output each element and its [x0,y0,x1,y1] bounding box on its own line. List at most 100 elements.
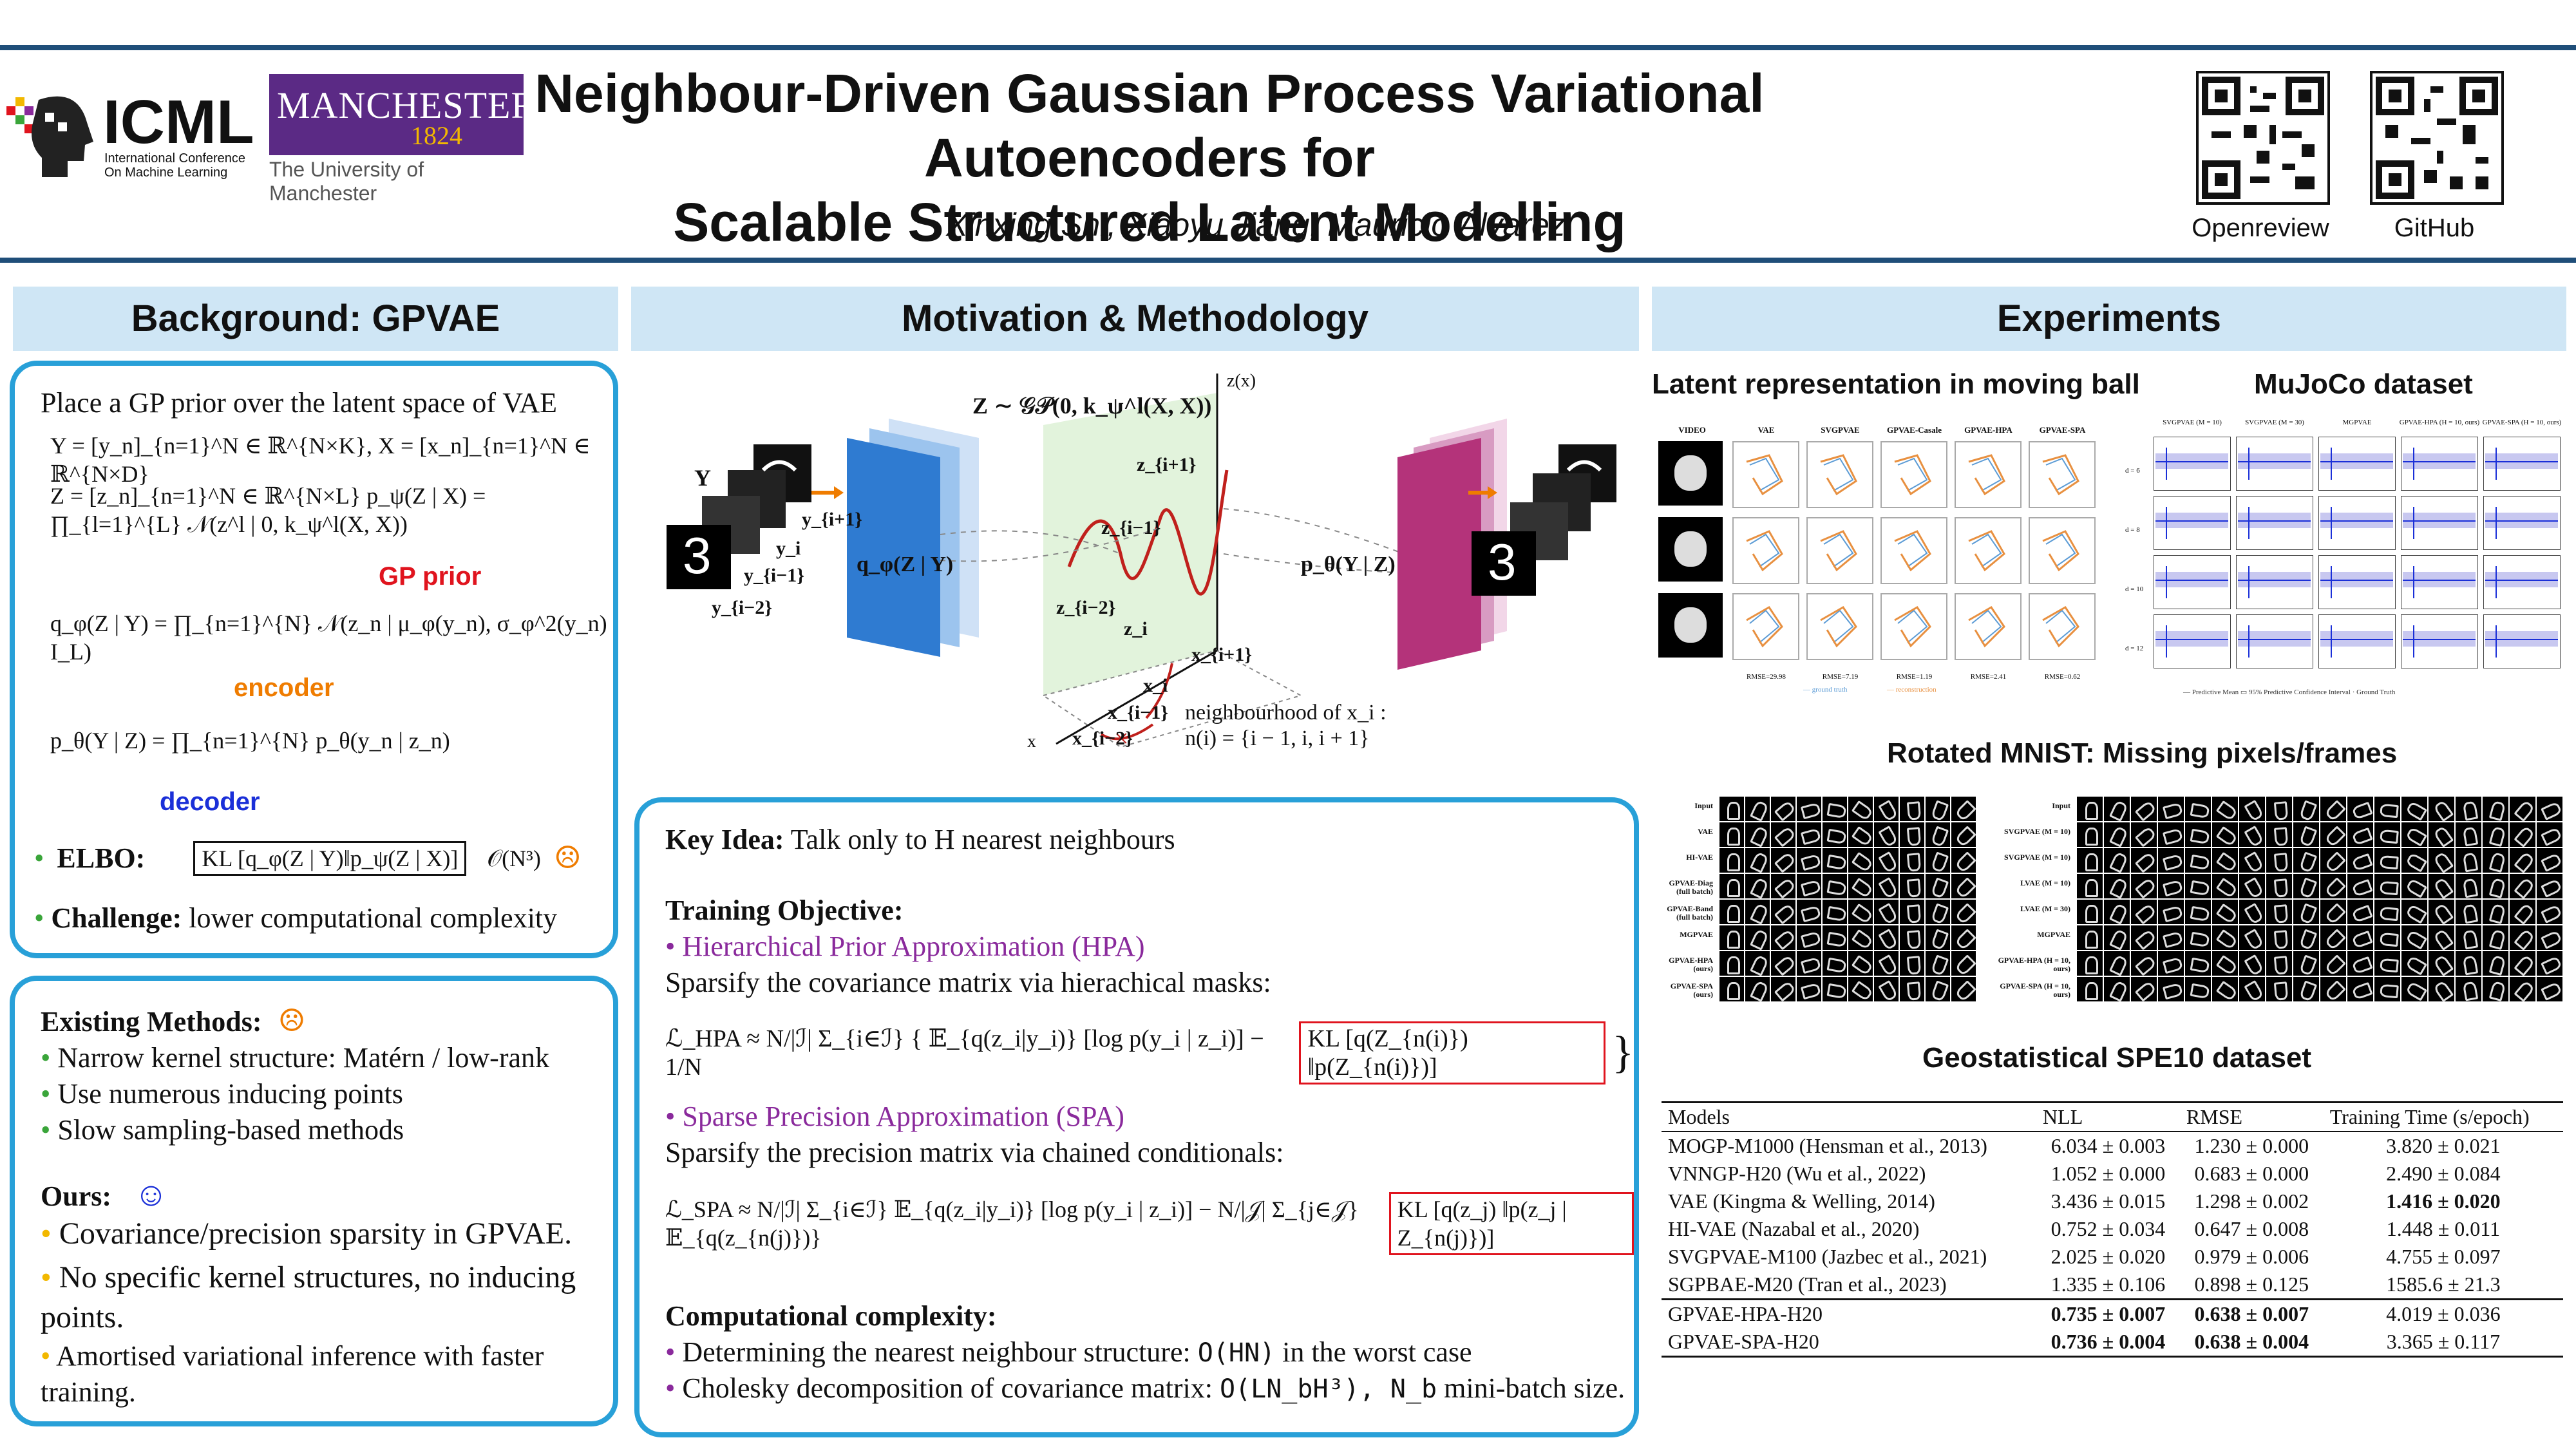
mnist-cell [2456,900,2481,924]
mnist-cell [1848,848,1874,873]
fig-y-label: Y [694,465,711,491]
mnist-cell [2320,925,2346,951]
rmse-label: RMSE=0.62 [2044,673,2081,681]
mnist-cell [1823,900,1847,924]
table-cell: 0.979 ± 0.006 [2194,1245,2309,1268]
mnist-cell [2266,822,2292,847]
predictive-mean [2155,638,2229,640]
table-cell: 0.752 ± 0.034 [2050,1217,2166,1240]
mnist-cell [1797,797,1822,821]
mujoco-subplot [2236,614,2313,668]
icml-logo-text: ICML [103,88,254,156]
openreview-qr-code[interactable] [2196,71,2330,205]
ground-truth-line [1749,533,1780,567]
mnist-cell [1719,977,1744,1001]
mnist-cell [2158,900,2184,924]
mnist-cell [2483,848,2508,873]
ground-truth-spike [2495,448,2497,480]
mnist-cell [1823,797,1847,821]
reconstruction-line [2042,454,2079,496]
mnist-cell [2456,848,2481,873]
mnist-cell [2077,797,2103,821]
mnist-cell [2320,977,2346,1002]
mnist-stroke [1906,801,1922,820]
ground-truth-spike [2248,566,2249,598]
trajectory-plot [2029,517,2096,584]
ground-truth-spike [2330,507,2332,539]
digit-image [1472,531,1536,596]
fig-neighbourhood-2: n(i) = {i − 1, i, i + 1} [1185,726,1370,750]
table-cell: 1.298 ± 0.002 [2194,1189,2309,1213]
trajectory-lines [1746,530,1783,572]
existing-item-text: Slow sampling-based methods [57,1114,404,1146]
mnist-cell [2429,951,2454,977]
svg-text:3: 3 [1488,533,1517,591]
mnist-cell [2347,977,2373,1001]
mnist-cell [2456,925,2481,950]
complexity-text: Cholesky decomposition of covariance mat… [682,1372,1220,1404]
mnist-cell [2483,900,2508,925]
mnist-cell [2537,874,2562,898]
spa-description: Sparsify the precision matrix via chaine… [665,1137,1284,1168]
github-qr-code[interactable] [2370,71,2504,205]
reconstruction-line [1820,454,1857,496]
table-cell: 0.898 ± 0.125 [2194,1273,2309,1296]
github-qr-label[interactable]: GitHub [2394,214,2475,242]
manchester-year: 1824 [411,121,462,150]
table-cell: 0.736 ± 0.004 [2050,1330,2166,1353]
openreview-qr-label[interactable]: Openreview [2192,214,2329,242]
method-diagram: 3 × 3 [667,374,1616,753]
table-row: VNNGP-H20 (Wu et al., 2022)1.052 ± 0.000… [1662,1160,2563,1188]
mnist-cell [1745,951,1770,976]
mnist-cell [1926,797,1950,822]
mnist-row-label: GPVAE-HPA (H = 10, ours) [1998,956,2070,973]
predictive-mean [2238,460,2311,462]
mnist-stroke [2380,983,2399,999]
trajectory-lines [1968,606,2005,648]
reconstruction-line [1894,530,1931,572]
mnist-row-label: MGPVAE [2037,930,2070,939]
reconstruction-line [1746,606,1783,648]
mnist-cell [2104,977,2130,1002]
fig-x-i1: x_{i+1} [1191,644,1253,665]
mnist-stroke [1906,853,1922,872]
mnist-cell [1823,848,1847,873]
ground-truth-spike [2248,507,2249,539]
mnist-cell [2374,822,2400,847]
trajectory-plot [1880,517,1947,584]
mujoco-subplot [2236,555,2313,609]
fig-neighbourhood-1: neighbourhood of x_i : [1185,701,1387,724]
trajectory-plot [1880,441,1947,508]
mnist-cell [2239,951,2265,977]
mnist-cell [2293,977,2319,1002]
key-idea-box: Key Idea: Talk only to H nearest neighbo… [634,797,1639,1437]
ours-item-text: Amortised variational inference with fas… [41,1340,544,1408]
mnist-stroke [2273,930,2289,949]
mnist-cell [2537,925,2562,950]
mnist-cell [2131,925,2157,951]
mnist-cell [2158,977,2184,1001]
mnist-cell [1797,848,1822,873]
mnist-stroke [2273,878,2289,898]
mnist-cell [2374,977,2400,1001]
complexity-math: O(LN_bH³), N_b [1219,1374,1437,1404]
mnist-cell [1848,925,1874,951]
mnist-cell [2185,925,2211,950]
ground-truth-line [1823,457,1854,491]
trajectory-lines [1820,530,1857,572]
spa-title-row: • Sparse Precision Approximation (SPA) [665,1101,1124,1132]
equation-z-prior: Z = [z_n]_{n=1}^N ∈ ℝ^{N×L} p_ψ(Z | X) =… [50,483,486,537]
mnist-cell [1874,797,1899,822]
mnist-cell [1823,925,1847,950]
mnist-cell [1771,797,1797,822]
predictive-mean [2403,638,2476,640]
table-cell: SVGPVAE-M100 (Jazbec et al., 2021) [1668,1245,1987,1268]
mnist-row-label: SVGPVAE (M = 10) [2004,827,2070,836]
mujoco-title: MuJoCo dataset [2254,368,2473,400]
spe10-table: Models NLL RMSE Training Time (s/epoch) … [1662,1101,2563,1358]
trajectory-plot [1806,441,1873,508]
ground-truth-spike [2495,625,2497,658]
trajectory-plot [1955,517,2022,584]
mnist-cell [1951,822,1976,848]
